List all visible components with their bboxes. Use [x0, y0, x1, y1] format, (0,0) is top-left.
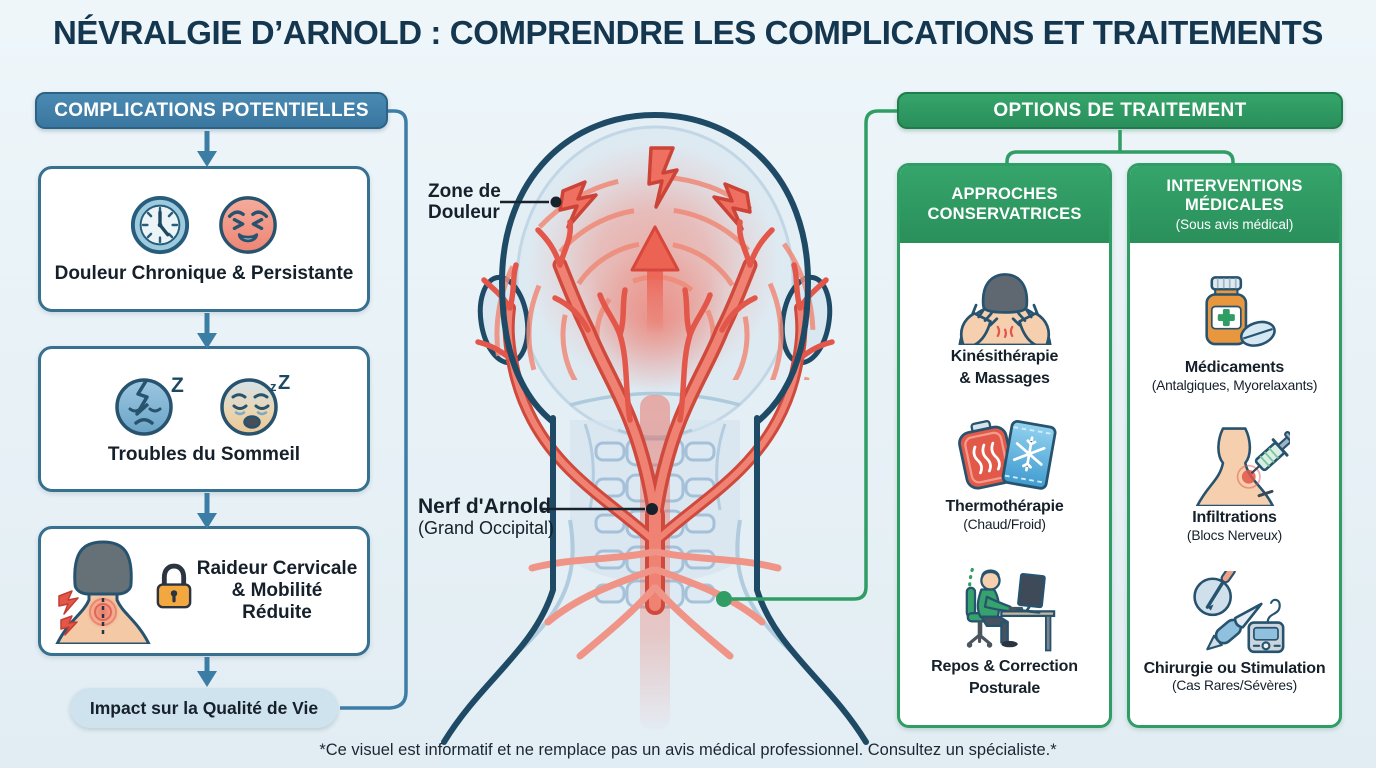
svg-text:Z: Z — [278, 373, 290, 394]
treatment-item-repos-posture: Repos & Correction Posturale — [931, 555, 1078, 699]
posture-desk-icon — [965, 568, 1055, 652]
pained-face-icon — [219, 195, 277, 254]
impact-pill: Impact sur la Qualité de Vie — [70, 688, 338, 728]
disclaimer-text: *Ce visuel est informatif et ne remplace… — [319, 741, 1057, 759]
conservative-card: APPROCHES CONSERVATRICES Kinésithérapie … — [897, 163, 1112, 728]
lock-icon — [156, 563, 192, 609]
treatment-item-chirurgie: Chirurgie ou Stimulation (Cas Rares/Sévè… — [1144, 570, 1326, 695]
complication-box-stiffness: Raideur Cervicale & Mobilité Réduite — [38, 526, 370, 656]
treatment-item-infiltrations: Infiltrations (Blocs Nerveux) — [1180, 420, 1290, 544]
nerve-label: Nerf d'Arnold (Grand Occipital) — [418, 495, 555, 539]
neck-pain-icon — [55, 540, 151, 644]
complication-label: Troubles du Sommeil — [107, 443, 301, 465]
complication-label: Douleur Chronique & Persistante — [54, 262, 354, 284]
tired-face-icon: z Z — [220, 373, 290, 436]
complications-header: COMPLICATIONS POTENTIELLES — [35, 92, 388, 129]
broken-sleep-face-icon: Z — [115, 374, 184, 436]
complication-box-chronic-pain: Douleur Chronique & Persistante — [38, 166, 370, 312]
syringe-neck-icon — [1195, 427, 1290, 507]
treatment-item-kinesitherapie: Kinésithérapie & Massages — [949, 269, 1061, 389]
treatment-header: OPTIONS DE TRAITEMENT — [897, 92, 1343, 129]
treatment-item-thermotherapie: Thermothérapie (Chaud/Froid) — [945, 411, 1064, 533]
svg-text:Z: Z — [171, 374, 184, 397]
treatment-item-medicaments: Médicaments (Antalgiques, Myorelaxants) — [1152, 274, 1317, 394]
complication-box-sleep: Z z Z Troubles du Sommeil — [38, 346, 370, 492]
treatment-bracket — [1005, 130, 1235, 166]
pain-arrow — [630, 225, 680, 332]
svg-text:z: z — [270, 379, 277, 394]
scalpel-stimulator-icon — [1192, 570, 1284, 653]
complication-label: & Mobilité Réduite — [231, 580, 323, 623]
conservative-card-header: APPROCHES CONSERVATRICES — [900, 166, 1109, 243]
hot-cold-pack-icon — [957, 420, 1057, 490]
medical-card-header: INTERVENTIONS MÉDICALES (Sous avis médic… — [1130, 166, 1339, 243]
pain-zone-label: Zone de Douleur — [428, 181, 501, 224]
massage-icon — [957, 273, 1052, 346]
page-title: NÉVRALGIE D’ARNOLD : COMPRENDRE LES COMP… — [53, 14, 1323, 51]
pill-bottle-icon — [1205, 275, 1277, 347]
medical-card: INTERVENTIONS MÉDICALES (Sous avis médic… — [1127, 163, 1342, 728]
complication-label: Raideur Cervicale — [196, 558, 358, 580]
clock-icon — [130, 195, 190, 254]
